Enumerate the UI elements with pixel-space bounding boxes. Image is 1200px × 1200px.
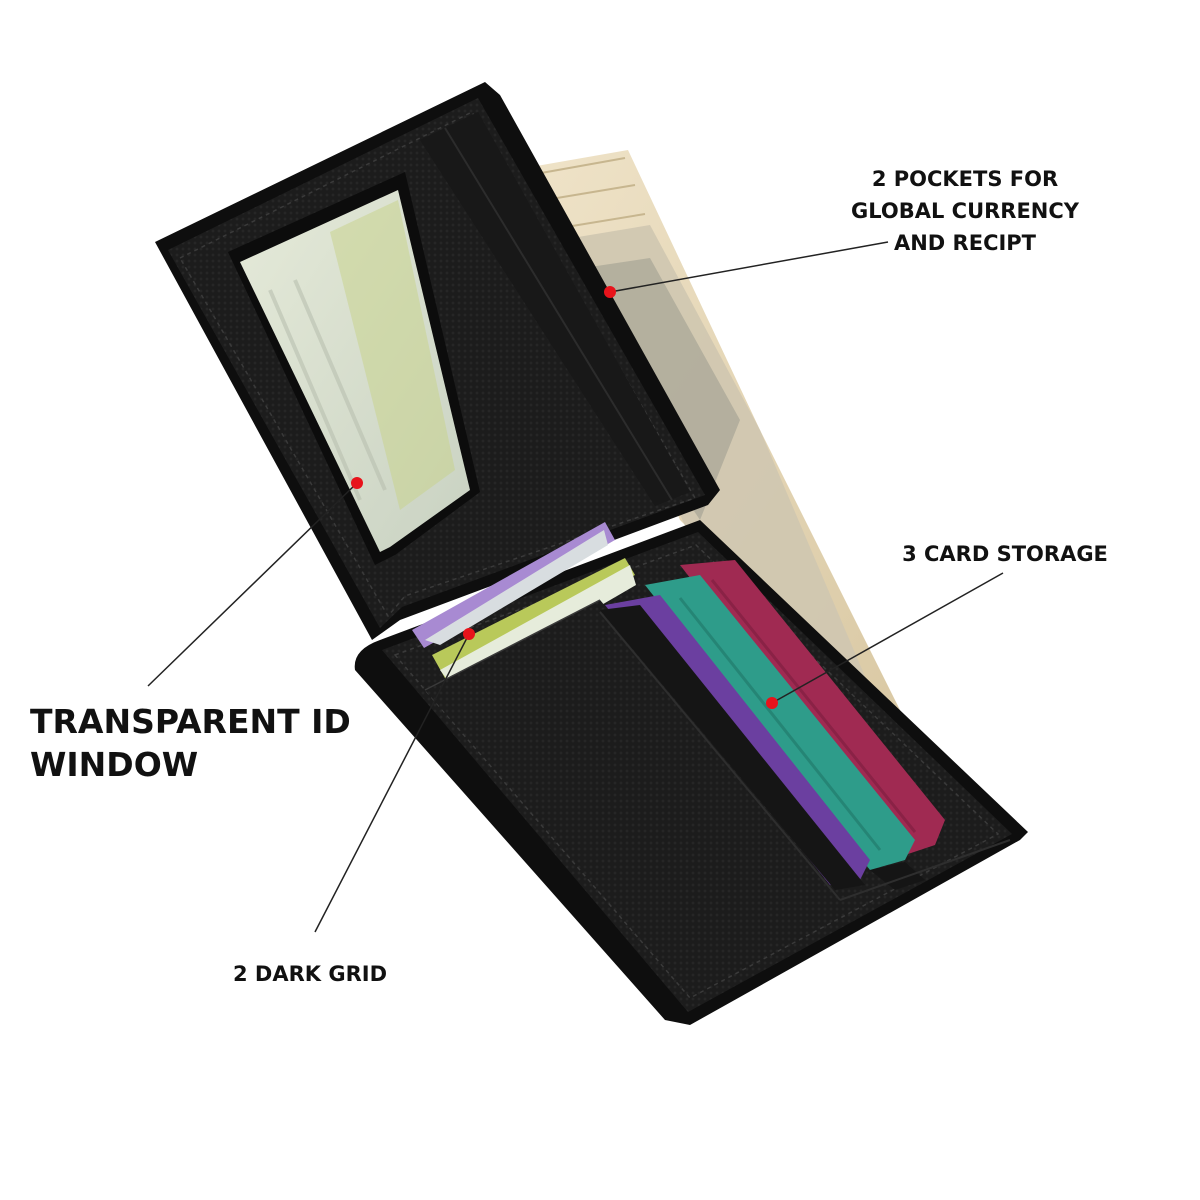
card-slot-pocket <box>425 600 845 990</box>
leader-line-pockets <box>609 241 889 293</box>
callout-dark-grid-text: 2 DARK GRID <box>232 962 387 986</box>
leader-line-window <box>147 482 358 687</box>
leader-lines <box>147 241 1004 933</box>
callout-id-window-line-1: TRANSPARENT ID <box>30 702 351 741</box>
callout-pockets-line-1: 2 POCKETS FOR <box>871 167 1059 191</box>
marker-cards <box>766 697 778 709</box>
callout-pockets-line-2: GLOBAL CURRENCY <box>850 199 1080 223</box>
dark-grid-cards <box>412 522 636 690</box>
markers <box>351 286 778 709</box>
callout-pockets-line-3: AND RECIPT <box>893 231 1037 255</box>
callout-id-window-line-2: WINDOW <box>30 745 199 784</box>
callout-dark-grid: 2 DARK GRID <box>200 958 420 990</box>
callout-card-storage: 3 CARD STORAGE <box>880 538 1130 570</box>
card-slots <box>599 605 1011 901</box>
callout-pockets: 2 POCKETS FOR GLOBAL CURRENCY AND RECIPT <box>830 163 1100 259</box>
marker-pockets <box>604 286 616 298</box>
marker-window <box>351 477 363 489</box>
id-window <box>228 172 480 565</box>
marker-grid <box>463 628 475 640</box>
leader-line-cards <box>771 572 1004 704</box>
callout-id-window: TRANSPARENT ID WINDOW <box>30 700 370 786</box>
leader-line-grid <box>314 633 470 933</box>
callout-card-storage-text: 3 CARD STORAGE <box>902 542 1108 566</box>
